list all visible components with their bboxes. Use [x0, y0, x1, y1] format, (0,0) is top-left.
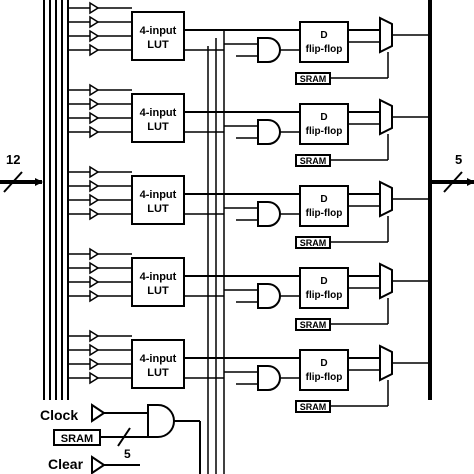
lut-label-line1: 4-input: [140, 189, 177, 201]
flip-flop-label-line2: flip-flop: [306, 44, 343, 55]
output-bus: 5: [428, 0, 474, 400]
lut-box: [131, 93, 185, 143]
and-gate: [257, 283, 281, 309]
clear-buffer: [91, 455, 106, 474]
output-bus-width-label: 5: [455, 152, 462, 167]
clock-buffer: [91, 403, 106, 423]
lut-label-line2: LUT: [147, 367, 169, 379]
lut-label-line2: LUT: [147, 39, 169, 51]
lut-label-line2: LUT: [147, 121, 169, 133]
flip-flop-label-line1: D: [320, 276, 327, 287]
lut-label-line1: 4-input: [140, 25, 177, 37]
flip-flop-label-line2: flip-flop: [306, 290, 343, 301]
flip-flop-label-line1: D: [320, 358, 327, 369]
control-sram-label: SRAM: [61, 433, 93, 445]
input-bus-lines: [43, 0, 69, 400]
output-mux: [379, 180, 393, 218]
lut-box: [131, 257, 185, 307]
and-gate-control: [147, 404, 175, 438]
output-mux: [379, 344, 393, 382]
flip-flop-label-line1: D: [320, 30, 327, 41]
lut-label-line1: 4-input: [140, 271, 177, 283]
lut-label-line2: LUT: [147, 203, 169, 215]
output-mux: [379, 262, 393, 300]
and-gate: [257, 201, 281, 227]
and-gate: [257, 365, 281, 391]
lut-box: [131, 339, 185, 389]
lut-label-line2: LUT: [147, 285, 169, 297]
lut-label-line1: 4-input: [140, 107, 177, 119]
sram-label: SRAM: [300, 320, 327, 330]
sram-label: SRAM: [300, 238, 327, 248]
lut-box: [131, 175, 185, 225]
clear-label: Clear: [48, 456, 84, 472]
flip-flop-box: [299, 267, 349, 309]
flip-flop-box: [299, 103, 349, 145]
flip-flop-box: [299, 349, 349, 391]
and-gate: [257, 119, 281, 145]
ble-rows: 4-inputLUTDflip-flopSRAM4-inputLUTDflip-…: [68, 1, 430, 413]
lut-box: [131, 11, 185, 61]
and-gate: [257, 37, 281, 63]
flip-flop-label-line2: flip-flop: [306, 126, 343, 137]
flip-flop-box: [299, 21, 349, 63]
feedback-lines: [207, 30, 225, 474]
flip-flop-label-line1: D: [320, 194, 327, 205]
output-mux: [379, 98, 393, 136]
input-bus-width-label: 12: [6, 152, 20, 167]
flip-flop-label-line2: flip-flop: [306, 372, 343, 383]
flip-flop-label-line1: D: [320, 112, 327, 123]
clock-label: Clock: [40, 407, 78, 423]
flip-flop-box: [299, 185, 349, 227]
input-bus: 12: [0, 152, 43, 193]
sram-label: SRAM: [300, 402, 327, 412]
sram-label: SRAM: [300, 74, 327, 84]
sram-label: SRAM: [300, 156, 327, 166]
output-mux: [379, 16, 393, 54]
sram-bus-width-label: 5: [124, 447, 131, 461]
flip-flop-label-line2: flip-flop: [306, 208, 343, 219]
control-inputs: Clock SRAM 5 Clear: [40, 403, 201, 474]
lut-label-line1: 4-input: [140, 353, 177, 365]
